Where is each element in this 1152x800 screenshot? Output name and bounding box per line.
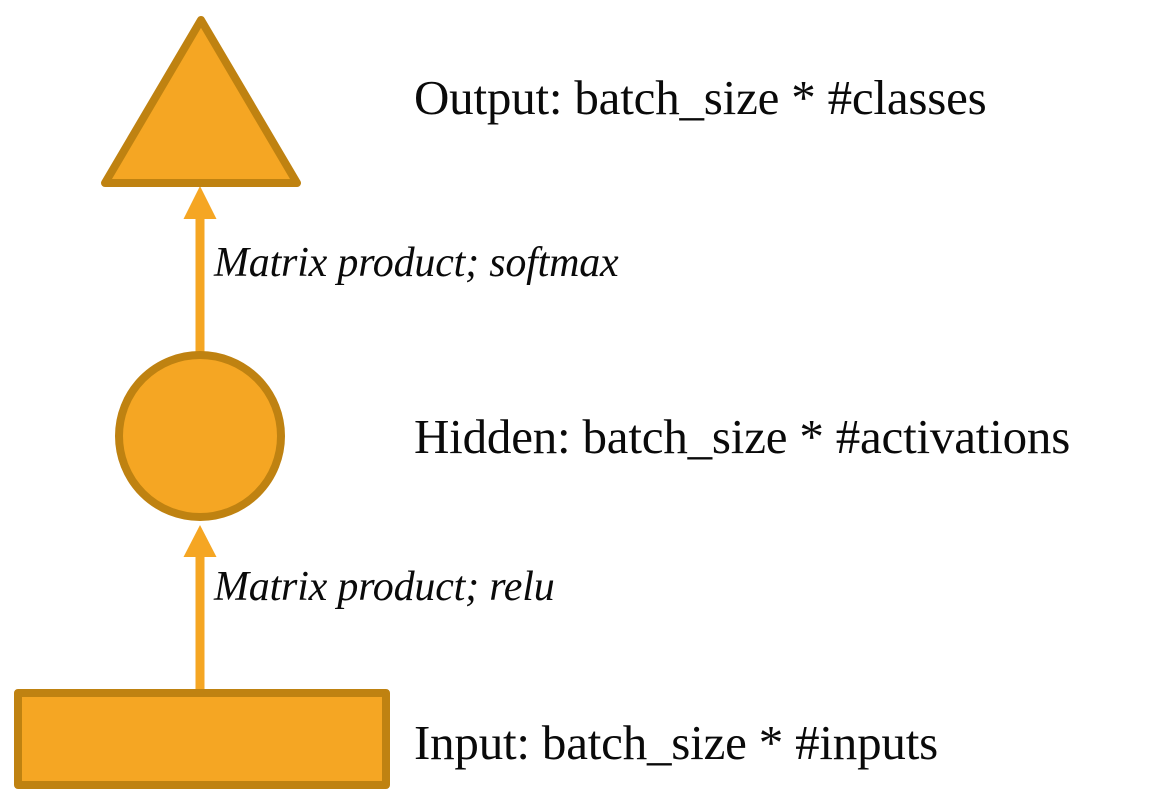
- node-label-input: Input: batch_size * #inputs: [414, 715, 938, 770]
- edge-hidden-to-output: [183, 186, 217, 358]
- edge-input-to-hidden: [183, 525, 217, 693]
- edge-label-hidden-to-output: Matrix product; softmax: [214, 240, 619, 286]
- node-hidden-circle[interactable]: [115, 351, 285, 521]
- arrow-head-input-to-hidden: [183, 525, 217, 557]
- node-input-rectangle[interactable]: [14, 689, 390, 789]
- arrow-head-hidden-to-output: [183, 186, 217, 219]
- node-label-hidden: Hidden: batch_size * #activations: [414, 409, 1071, 464]
- edge-label-input-to-hidden: Matrix product; relu: [214, 564, 555, 610]
- arrow-shaft-input-to-hidden: [195, 545, 205, 693]
- node-output-triangle[interactable]: [101, 16, 301, 187]
- node-label-output: Output: batch_size * #classes: [414, 70, 987, 125]
- arrow-shaft-hidden-to-output: [195, 208, 205, 358]
